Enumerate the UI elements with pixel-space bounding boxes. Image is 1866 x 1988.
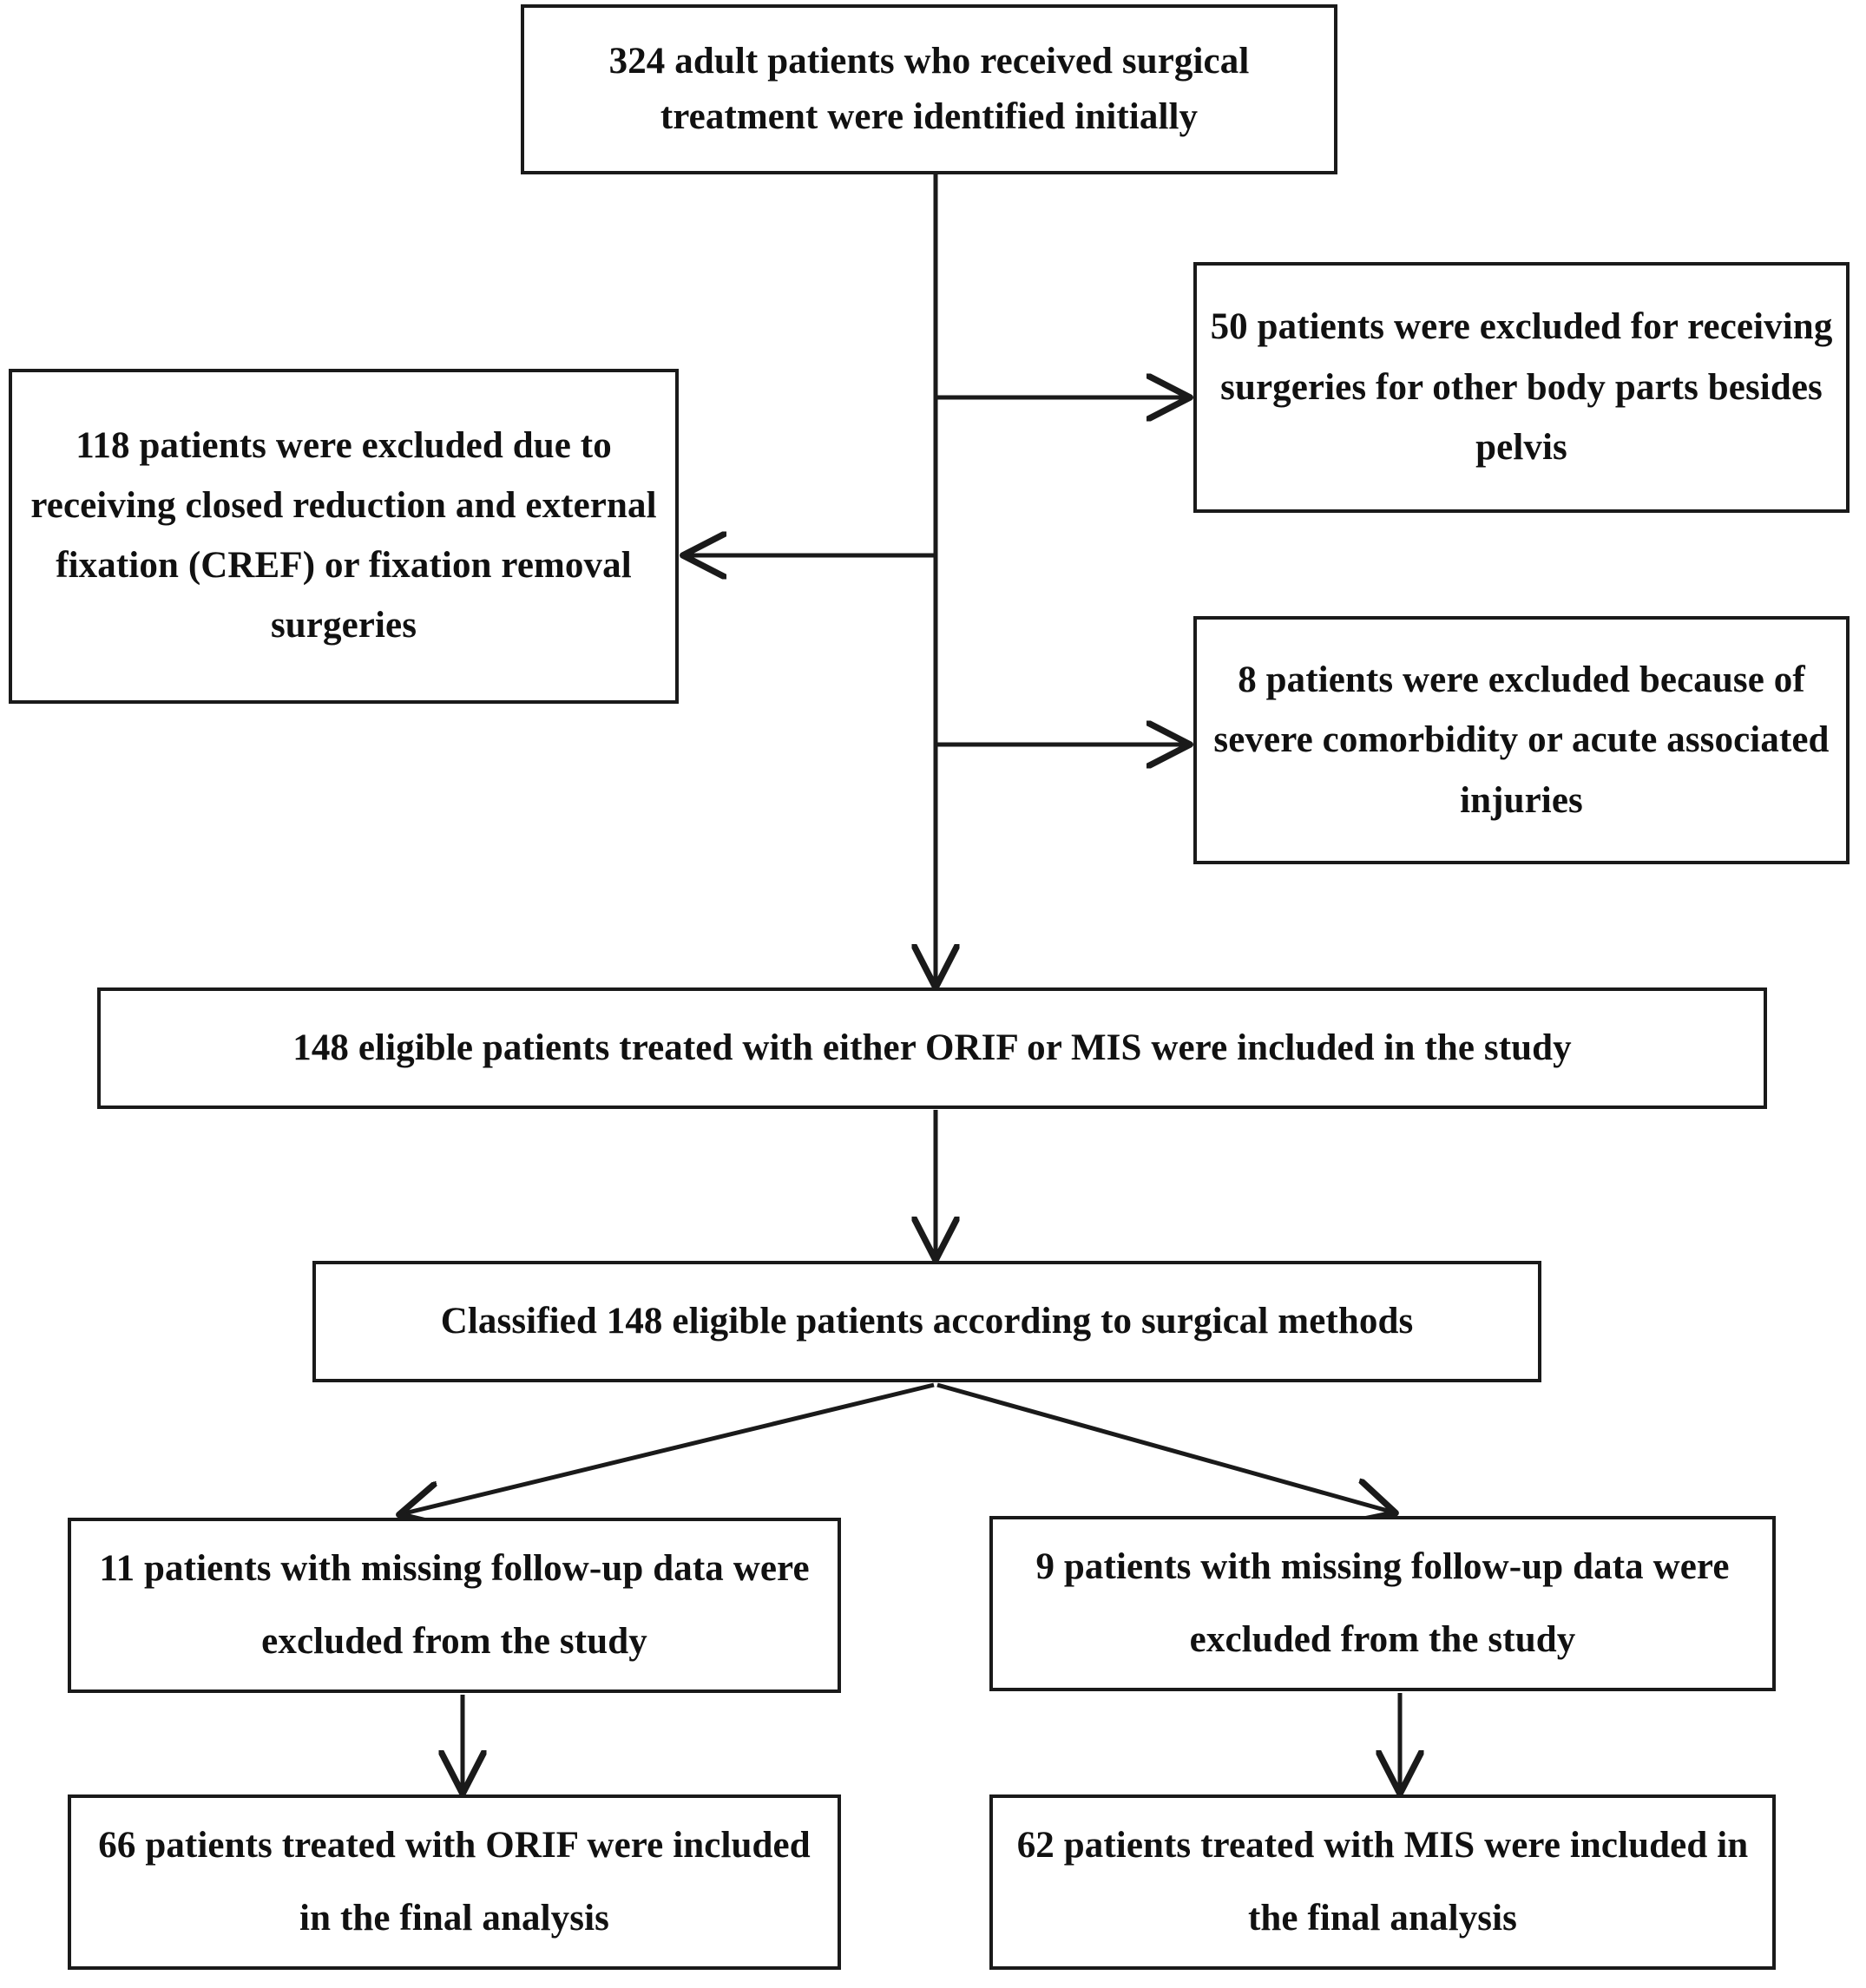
node-final-analysis-orif: 66 patients treated with ORIF were inclu… — [68, 1794, 841, 1970]
node-eligible-patients-label: 148 eligible patients treated with eithe… — [292, 1027, 1572, 1069]
node-excluded-cref: 118 patients were excluded due to receiv… — [9, 369, 679, 704]
node-excluded-cref-label: 118 patients were excluded due to receiv… — [30, 425, 657, 646]
node-missing-followup-mis: 9 patients with missing follow-up data w… — [989, 1516, 1776, 1691]
node-initial-cohort: 324 adult patients who received surgical… — [521, 4, 1337, 174]
node-excluded-comorbidity-label: 8 patients were excluded because of seve… — [1213, 659, 1830, 821]
node-classified-patients-label: Classified 148 eligible patients accordi… — [440, 1301, 1414, 1342]
node-eligible-patients: 148 eligible patients treated with eithe… — [97, 987, 1767, 1109]
node-initial-cohort-label: 324 adult patients who received surgical… — [608, 40, 1250, 138]
node-final-analysis-mis-label: 62 patients treated with MIS were includ… — [1016, 1825, 1749, 1939]
node-classified-patients: Classified 148 eligible patients accordi… — [312, 1261, 1541, 1382]
node-missing-followup-orif: 11 patients with missing follow-up data … — [68, 1518, 841, 1693]
node-excluded-other-body-parts-label: 50 patients were excluded for receiving … — [1210, 306, 1833, 469]
node-final-analysis-orif-label: 66 patients treated with ORIF were inclu… — [98, 1825, 811, 1939]
node-final-analysis-mis: 62 patients treated with MIS were includ… — [989, 1794, 1776, 1970]
node-excluded-other-body-parts: 50 patients were excluded for receiving … — [1193, 262, 1850, 513]
node-missing-followup-mis-label: 9 patients with missing follow-up data w… — [1035, 1546, 1730, 1660]
edge-classified-to-missing-orif — [401, 1382, 935, 1514]
node-missing-followup-orif-label: 11 patients with missing follow-up data … — [99, 1548, 810, 1662]
edge-classified-to-missing-mis — [936, 1382, 1394, 1512]
node-excluded-comorbidity: 8 patients were excluded because of seve… — [1193, 616, 1850, 864]
